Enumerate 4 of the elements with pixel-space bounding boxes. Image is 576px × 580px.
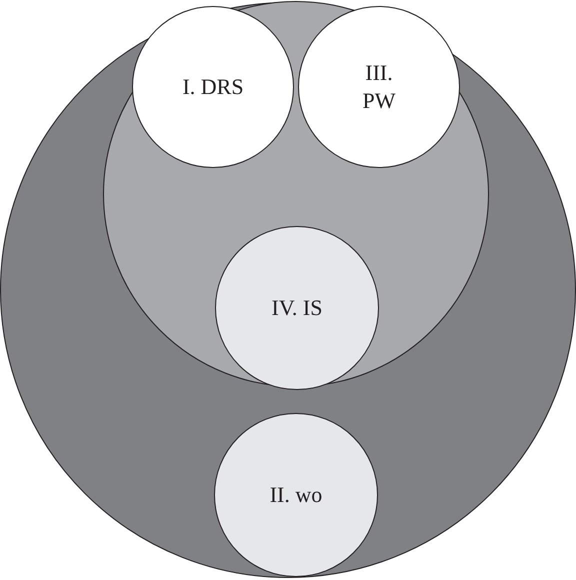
set-label: I. DRS: [182, 73, 244, 101]
set-label: IV. IS: [270, 294, 324, 322]
set-label: II. wo: [268, 481, 324, 509]
set-label: III. PW: [362, 59, 396, 115]
